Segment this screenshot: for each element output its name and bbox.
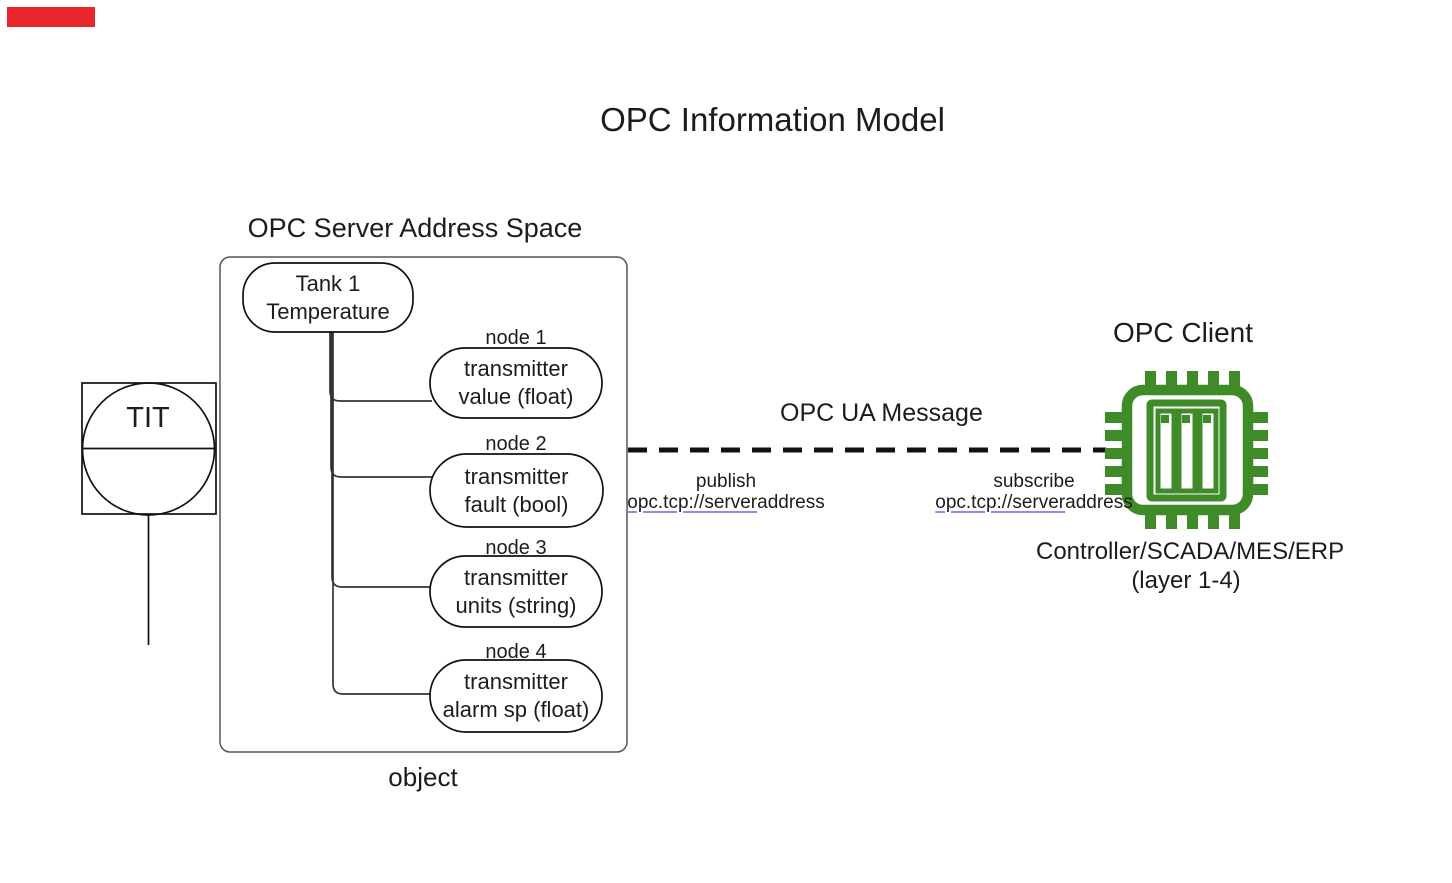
tree-connectors bbox=[329, 332, 434, 695]
opc-ua-message-label: OPC UA Message bbox=[780, 399, 983, 427]
root-node-line2: Temperature bbox=[266, 298, 390, 324]
object-label: object bbox=[388, 762, 458, 792]
node-2: transmitter fault (bool) bbox=[430, 454, 603, 527]
root-node-line1: Tank 1 bbox=[295, 270, 361, 296]
publish-label: publish opc.tcp://serveraddress bbox=[626, 471, 826, 513]
node-4-caption: node 4 bbox=[485, 641, 547, 663]
node-1-line2: value (float) bbox=[458, 384, 574, 409]
subscribe-address-rest: address bbox=[1065, 492, 1133, 513]
subscribe-action: subscribe bbox=[993, 471, 1075, 492]
node-1-caption: node 1 bbox=[485, 327, 547, 349]
node-3-shape bbox=[429, 555, 603, 628]
client-caption-line1: Controller/SCADA/MES/ERP bbox=[1036, 538, 1345, 565]
connector-node-4 bbox=[332, 332, 432, 695]
client-caption-line2: (layer 1-4) bbox=[1131, 567, 1241, 594]
subscribe-address-link[interactable]: opc.tcp://server bbox=[935, 492, 1066, 513]
node-3: transmitter units (string) bbox=[430, 556, 602, 627]
node-3-line1: transmitter bbox=[464, 564, 568, 590]
node-2-line2: fault (bool) bbox=[464, 491, 569, 517]
red-marker bbox=[7, 7, 95, 27]
node-3-line2: units (string) bbox=[455, 592, 577, 618]
publish-address: opc.tcp://serveraddress bbox=[626, 492, 826, 513]
node-4-shape bbox=[429, 659, 603, 733]
node-1: transmitter value (float) bbox=[430, 348, 602, 418]
connector-node-3 bbox=[331, 332, 434, 588]
node-4-line1: transmitter bbox=[464, 669, 568, 694]
node-1-shape bbox=[429, 347, 603, 419]
node-2-shape bbox=[429, 453, 604, 528]
root-node-shape bbox=[242, 262, 414, 333]
root-node: Tank 1 Temperature bbox=[243, 263, 413, 332]
page-title: OPC Information Model bbox=[600, 101, 945, 138]
chip-icon bbox=[1105, 371, 1268, 529]
opc-client-heading: OPC Client bbox=[1112, 317, 1254, 348]
server-address-space-heading: OPC Server Address Space bbox=[247, 213, 583, 243]
subscribe-address: opc.tcp://serveraddress bbox=[934, 492, 1134, 513]
publish-address-rest: address bbox=[757, 492, 825, 513]
publish-action: publish bbox=[695, 471, 757, 492]
tit-instrument-icon bbox=[81, 382, 217, 645]
node-3-caption: node 3 bbox=[485, 537, 547, 559]
node-2-caption: node 2 bbox=[485, 433, 547, 455]
node-4-line2: alarm sp (float) bbox=[442, 697, 590, 722]
publish-address-link[interactable]: opc.tcp://server bbox=[627, 492, 758, 513]
node-2-line1: transmitter bbox=[464, 463, 569, 489]
instrument-tag: TIT bbox=[126, 402, 170, 434]
client-caption: Controller/SCADA/MES/ERP (layer 1-4) bbox=[1036, 537, 1345, 595]
node-4: transmitter alarm sp (float) bbox=[430, 660, 602, 732]
node-1-line1: transmitter bbox=[464, 356, 568, 381]
subscribe-label: subscribe opc.tcp://serveraddress bbox=[934, 471, 1134, 513]
